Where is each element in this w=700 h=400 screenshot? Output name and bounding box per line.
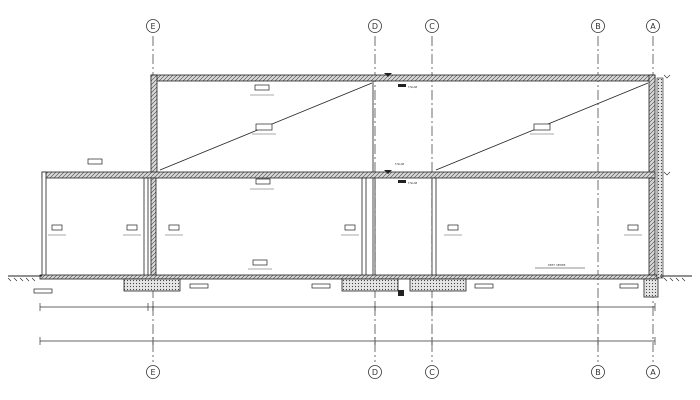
dimension-ticks-2 (39, 337, 656, 345)
upper-left-wall (150, 74, 158, 179)
right-exterior-cladding (656, 77, 664, 279)
ground-hatch-left (7, 277, 36, 282)
label-box-mid-left (87, 158, 103, 165)
foundations (123, 278, 659, 298)
axis-bubble-top-e (146, 19, 160, 33)
level-tag-mid (398, 180, 406, 183)
label-underlines (48, 94, 642, 270)
axis-label-top-a: A (650, 22, 656, 31)
label-box-lower-6 (627, 224, 639, 231)
top-axis-bubbles (146, 19, 660, 33)
axis-label-top-b: B (595, 22, 601, 31)
lower-column-2 (150, 177, 157, 277)
axis-bubble-top-a (646, 19, 660, 33)
lower-right-wall (648, 177, 656, 277)
axis-label-bottom-e: E (150, 368, 155, 377)
right-level-ticks (663, 74, 671, 176)
footing-3 (409, 278, 467, 292)
label-box-upper-left (255, 123, 273, 131)
ground-note-text: DEPT. SEWER (548, 263, 566, 267)
axis-label-bottom-b: B (595, 368, 601, 377)
lower-column-5 (431, 177, 437, 277)
ground-slab (39, 274, 658, 280)
label-box-lower-1 (51, 224, 63, 231)
label-box-upper-right (533, 123, 551, 131)
axis-label-top-c: C (429, 22, 435, 31)
bottom-axis-labels: E D C B A (150, 368, 656, 377)
axis-bubble-top-b (591, 19, 605, 33)
label-box-foot-4 (619, 283, 639, 289)
axis-bubble-bottom-a (646, 365, 660, 379)
level-tag-roof (398, 84, 406, 87)
axis-bubble-bottom-b (591, 365, 605, 379)
top-axis-labels: E D C B A (150, 22, 656, 31)
level-markers: T/SLAB T/SLAB T/SLAB DEPT. SEWER (384, 73, 671, 296)
lower-column-4 (372, 177, 376, 277)
lower-column-1 (143, 177, 149, 277)
level-text-mid-1: T/SLAB (395, 162, 404, 166)
dimension-ticks-1 (39, 303, 656, 311)
lower-column-3 (361, 177, 367, 277)
label-box-mid-center (255, 178, 271, 185)
label-box-lower-4 (344, 224, 356, 231)
label-box-lower-5 (447, 224, 459, 231)
axis-label-bottom-d: D (372, 368, 378, 377)
axis-label-top-d: D (372, 22, 378, 31)
level-marker-roof (384, 73, 392, 77)
label-box-lower-2 (126, 224, 138, 231)
level-tag-ground (398, 290, 404, 296)
axis-label-bottom-a: A (650, 368, 656, 377)
axis-label-bottom-c: C (429, 368, 435, 377)
level-text-mid-2: T/SLAB (408, 181, 417, 185)
label-box-roof (254, 84, 270, 91)
upper-right-wall (648, 74, 656, 179)
label-box-foot-1 (189, 283, 209, 289)
axis-label-top-e: E (150, 22, 155, 31)
level-marker-mid (384, 170, 392, 174)
label-box-foot-left (33, 288, 53, 294)
footing-4 (643, 278, 659, 298)
ground-hatch-right (663, 277, 686, 282)
bottom-axis-bubbles (146, 365, 660, 379)
label-box-foot-2 (311, 283, 331, 289)
label-boxes (33, 84, 639, 294)
axis-bubble-bottom-e (146, 365, 160, 379)
lower-left-wall (41, 171, 47, 277)
dimension-lines (39, 303, 656, 345)
axis-bubble-top-d (368, 19, 382, 33)
axis-bubble-top-c (425, 19, 439, 33)
label-box-lower-3 (168, 224, 180, 231)
level-text-roof: T/SLAB (408, 85, 417, 89)
footing-2 (341, 278, 399, 292)
label-box-ground (252, 259, 268, 266)
footing-1 (123, 278, 181, 292)
middle-slab (41, 171, 656, 179)
label-box-foot-3 (474, 283, 494, 289)
axis-bubble-bottom-c (425, 365, 439, 379)
axis-bubble-bottom-d (368, 365, 382, 379)
roof-slab (150, 74, 656, 82)
